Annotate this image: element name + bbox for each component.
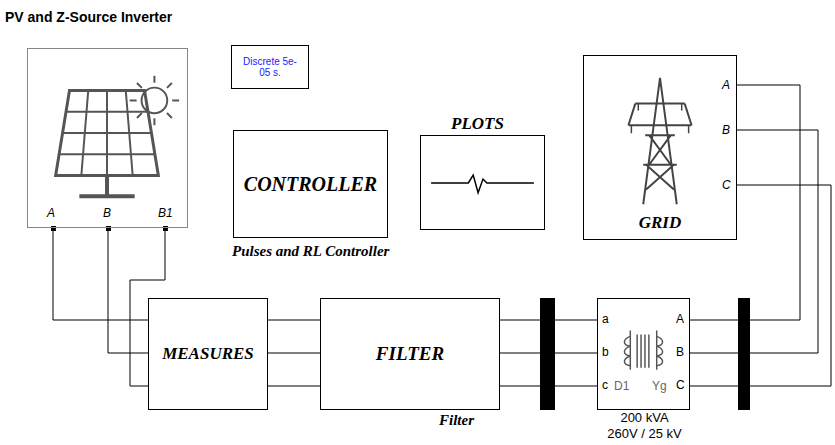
measures-block: MEASURES (148, 298, 268, 410)
grid-port-label: C (722, 178, 731, 192)
block-icon (598, 299, 689, 409)
rating-text: 200 kVA (558, 410, 731, 425)
block-caption: Pulses and RL Controller (232, 243, 389, 260)
block-name: FILTER (376, 343, 444, 365)
winding-terminal-label: a (602, 312, 609, 326)
block-icon (584, 56, 736, 239)
block-icon (421, 136, 544, 229)
block-title: PLOTS (451, 114, 504, 134)
bus-bar (738, 298, 750, 410)
rating-text: 260V / 25 kV (558, 426, 731, 441)
terminal (163, 226, 168, 231)
phase-wire (53, 228, 148, 320)
solver-block: Discrete 5e-05 s. (231, 45, 309, 89)
grid-port-label: B (722, 123, 730, 137)
terminal (51, 226, 56, 231)
phase-wire (690, 185, 831, 386)
grid-port-label: A (722, 78, 730, 92)
controller-block: CONTROLLERPulses and RL Controller (233, 130, 388, 238)
block-icon (28, 49, 187, 227)
winding-terminal-label: B (676, 345, 684, 359)
three-phase-wire (690, 85, 831, 386)
winding-connection-label: Yg (652, 379, 667, 393)
bus-bar (540, 298, 555, 410)
winding-terminal-label: b (602, 345, 609, 359)
pv-source-block: PV and Z-Source Inverter (27, 48, 188, 228)
phase-wire (268, 320, 320, 321)
pv-port-label: A (47, 206, 55, 220)
grid-block: GRID (583, 55, 737, 240)
winding-terminal-label: C (676, 378, 685, 392)
block-title: PV and Z-Source Inverter (5, 9, 172, 25)
phase-wire (268, 353, 320, 354)
block-name: MEASURES (162, 344, 254, 364)
block-name: GRID (584, 213, 736, 233)
three-phase-wire (268, 320, 320, 386)
pv-port-label: B1 (158, 206, 173, 220)
phase-wire (690, 85, 800, 320)
pv-port-label: B (103, 206, 111, 220)
winding-terminal-label: c (602, 378, 608, 392)
solver-label: Discrete 5e-05 s. (239, 56, 301, 78)
phase-wire (268, 386, 320, 387)
phase-wire (108, 228, 148, 353)
block-caption: Filter (439, 412, 474, 429)
winding-connection-label: D1 (614, 379, 629, 393)
terminal (106, 226, 111, 231)
scope-block: PLOTS (420, 135, 545, 230)
winding-terminal-label: A (676, 312, 684, 326)
filter-block: FILTERFilter (320, 298, 500, 410)
phase-wire (690, 130, 818, 353)
block-name: CONTROLLER (244, 173, 377, 196)
